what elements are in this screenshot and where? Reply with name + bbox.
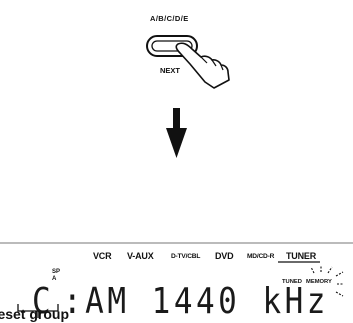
down-arrow-icon xyxy=(166,108,187,158)
button-title: A/B/C/D/E xyxy=(150,14,189,23)
sp-label: SP xyxy=(52,269,60,276)
hand-icon xyxy=(176,43,229,88)
sp-sub-label: A xyxy=(52,276,60,283)
source-v-aux: V-AUX xyxy=(127,251,154,261)
source-dtv-cbl: D-TV/CBL xyxy=(171,253,200,260)
source-vcr: VCR xyxy=(93,251,111,261)
source-md-cdr: MD/CD-R xyxy=(247,253,274,260)
source-dvd: DVD xyxy=(215,251,233,261)
next-button-label: NEXT xyxy=(160,66,180,75)
frequency-readout: :AM 1440 kHz xyxy=(63,283,329,320)
speaker-indicator: SP A xyxy=(52,269,60,282)
source-tuner: TUNER xyxy=(286,251,316,261)
preset-group-caption: reset group xyxy=(0,306,69,322)
